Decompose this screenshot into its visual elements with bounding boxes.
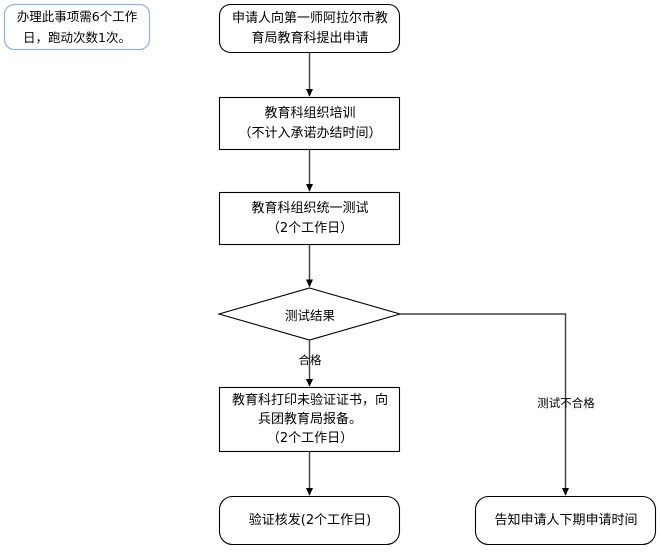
note-box bbox=[3, 3, 151, 51]
connector-result-to-notify bbox=[400, 313, 570, 496]
node-apply-shape bbox=[218, 3, 401, 54]
node-training-shape bbox=[218, 96, 401, 151]
node-issue-shape bbox=[218, 495, 401, 546]
node-result-shape bbox=[217, 287, 402, 341]
node-print-shape bbox=[218, 386, 401, 453]
node-test-shape bbox=[218, 191, 401, 246]
node-notify-shape bbox=[474, 495, 657, 546]
